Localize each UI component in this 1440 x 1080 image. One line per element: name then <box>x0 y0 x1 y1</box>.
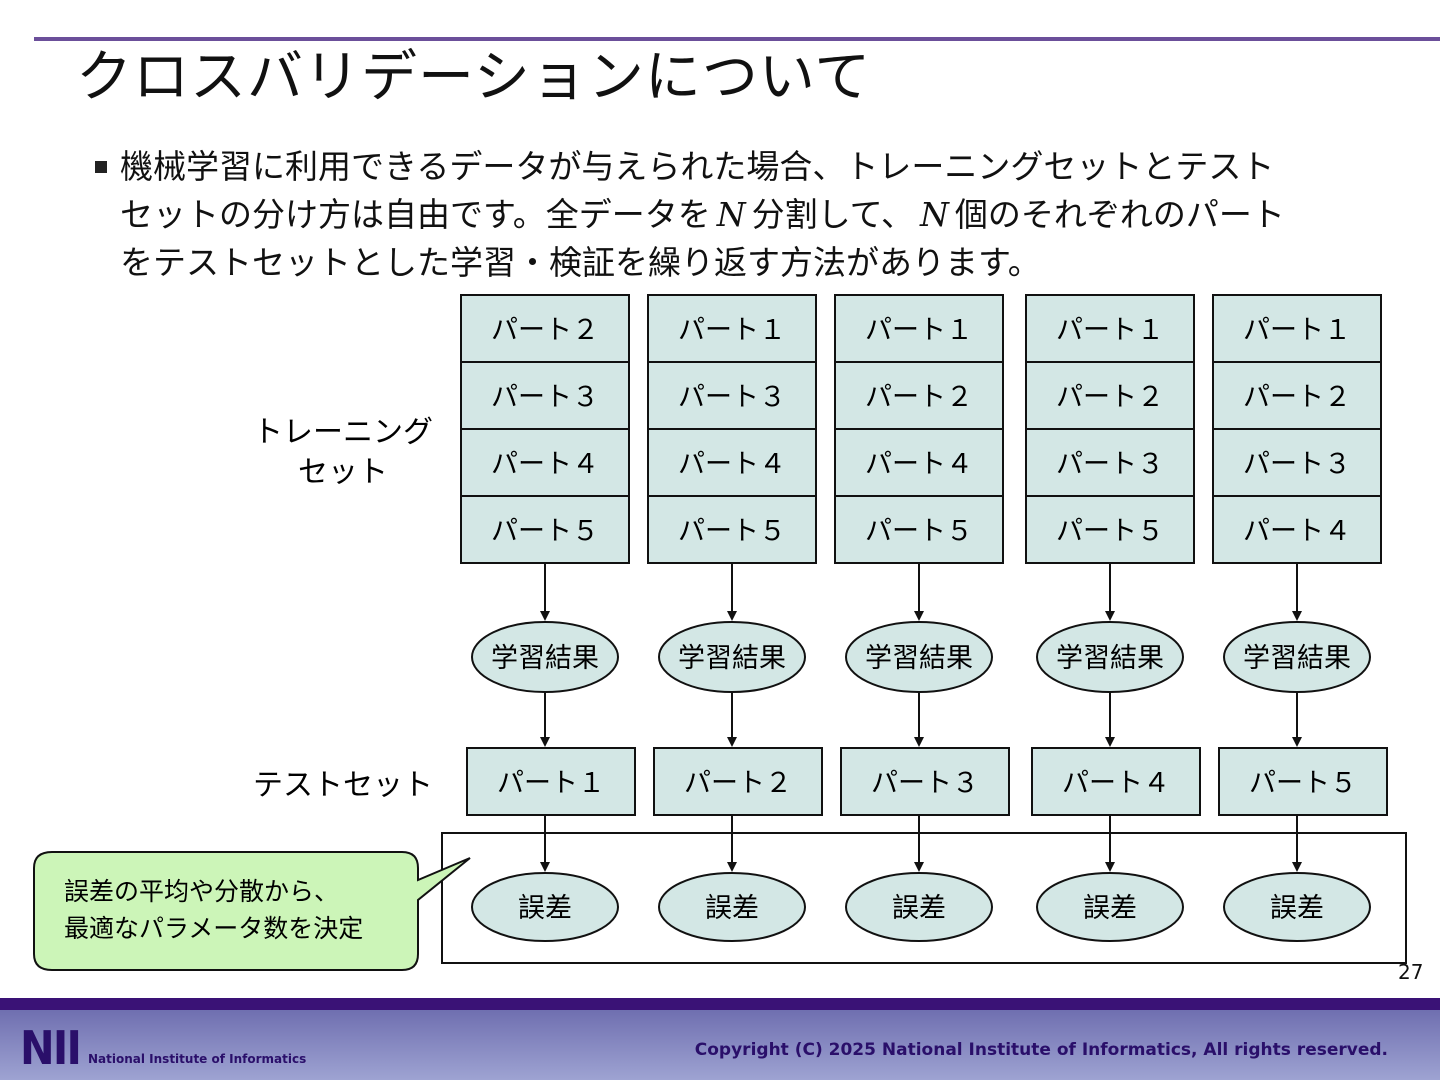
bullet-line-3: をテストセットとした学習・検証を繰り返す方法があります。 <box>120 243 1041 282</box>
training-part-box <box>1212 428 1382 497</box>
test-part-box <box>466 747 636 816</box>
training-part-label: パート３ <box>678 382 786 413</box>
error-node <box>658 872 806 942</box>
training-part-label: パート１ <box>1243 315 1351 346</box>
training-part-box <box>834 361 1004 430</box>
training-part-label: パート３ <box>1243 449 1351 480</box>
training-part-box <box>1212 495 1382 564</box>
training-part-label: パート４ <box>865 449 973 480</box>
training-part-label: パート２ <box>491 315 599 346</box>
callout-line-2: 最適なパラメータ数を決定 <box>64 914 363 943</box>
training-set-label-line-2: セット <box>298 455 388 490</box>
training-part-label: パート２ <box>1056 382 1164 413</box>
copyright-text: Copyright (C) 2025 National Institute of… <box>694 1040 1388 1060</box>
cross-validation-diagram: トレーニング セット テストセット 誤差の平均や分散から、 最適なパラメータ数を… <box>33 294 1407 971</box>
page-number: 27 <box>1398 960 1424 984</box>
training-part-box <box>1025 361 1195 430</box>
nii-org-name: National Institute of Informatics <box>88 1052 307 1066</box>
training-part-box <box>460 428 630 497</box>
variable-n: N <box>716 195 746 234</box>
training-part-box <box>647 495 817 564</box>
training-part-label: パート３ <box>1056 449 1164 480</box>
training-result-label: 学習結果 <box>678 643 786 674</box>
training-result-label: 学習結果 <box>1243 643 1351 674</box>
bullet-text: 機械学習に利用できるデータが与えられた場合、トレーニングセットとテスト セットの… <box>120 143 1410 287</box>
training-part-box <box>834 495 1004 564</box>
training-part-label: パート４ <box>678 449 786 480</box>
training-part-label: パート４ <box>491 449 599 480</box>
test-part-box <box>653 747 823 816</box>
callout-bubble <box>33 851 471 971</box>
training-part-box <box>647 294 817 363</box>
error-label: 誤差 <box>705 893 759 924</box>
test-part-label: パート４ <box>1062 768 1170 799</box>
bullet-line-2-b: 分割して、 <box>751 195 914 234</box>
training-part-box <box>834 428 1004 497</box>
training-part-label: パート５ <box>678 516 786 547</box>
test-part-label: パート２ <box>684 768 792 799</box>
training-part-box <box>1025 428 1195 497</box>
training-part-box <box>460 294 630 363</box>
training-part-box <box>647 428 817 497</box>
training-part-label: パート１ <box>865 315 973 346</box>
error-group-frame <box>441 832 1407 964</box>
training-result-label: 学習結果 <box>491 643 599 674</box>
error-label: 誤差 <box>518 893 572 924</box>
test-part-box <box>1218 747 1388 816</box>
error-node <box>471 872 619 942</box>
test-part-label: パート３ <box>871 768 979 799</box>
bullet-marker <box>95 161 107 173</box>
slide-title: クロスバリデーションについて <box>76 45 872 110</box>
training-part-label: パート４ <box>1243 516 1351 547</box>
error-label: 誤差 <box>892 893 946 924</box>
bullet-line-2-c: 個のそれぞれのパート <box>954 195 1285 234</box>
training-part-label: パート５ <box>1056 516 1164 547</box>
variable-n: N <box>919 195 949 234</box>
training-part-label: パート５ <box>491 516 599 547</box>
training-part-box <box>834 294 1004 363</box>
training-part-box <box>1025 495 1195 564</box>
training-part-label: パート２ <box>1243 382 1351 413</box>
training-part-box <box>647 361 817 430</box>
training-result-label: 学習結果 <box>865 643 973 674</box>
test-part-box <box>840 747 1010 816</box>
title-rule <box>34 37 1440 41</box>
error-node <box>1036 872 1184 942</box>
training-part-label: パート３ <box>491 382 599 413</box>
training-part-label: パート２ <box>865 382 973 413</box>
test-set-label: テストセット <box>253 768 433 803</box>
error-label: 誤差 <box>1083 893 1137 924</box>
training-part-label: パート１ <box>1056 315 1164 346</box>
test-part-label: パート５ <box>1249 768 1357 799</box>
bullet-line-1: 機械学習に利用できるデータが与えられた場合、トレーニングセットとテスト <box>120 147 1275 186</box>
nii-logo: NII <box>20 1021 82 1075</box>
training-part-label: パート５ <box>865 516 973 547</box>
training-part-label: パート１ <box>678 315 786 346</box>
error-node <box>1223 872 1371 942</box>
footer-accent-bar <box>0 998 1440 1010</box>
error-label: 誤差 <box>1270 893 1324 924</box>
training-part-box <box>460 361 630 430</box>
test-part-box <box>1031 747 1201 816</box>
training-result-label: 学習結果 <box>1056 643 1164 674</box>
callout-line-1: 誤差の平均や分散から、 <box>64 877 339 906</box>
training-set-label-line-1: トレーニング <box>253 415 433 450</box>
test-part-label: パート１ <box>497 768 605 799</box>
bullet-line-2-a: セットの分け方は自由です。全データを <box>120 195 711 234</box>
footer: NII National Institute of Informatics Co… <box>0 1010 1440 1080</box>
training-part-box <box>1212 294 1382 363</box>
error-node <box>845 872 993 942</box>
